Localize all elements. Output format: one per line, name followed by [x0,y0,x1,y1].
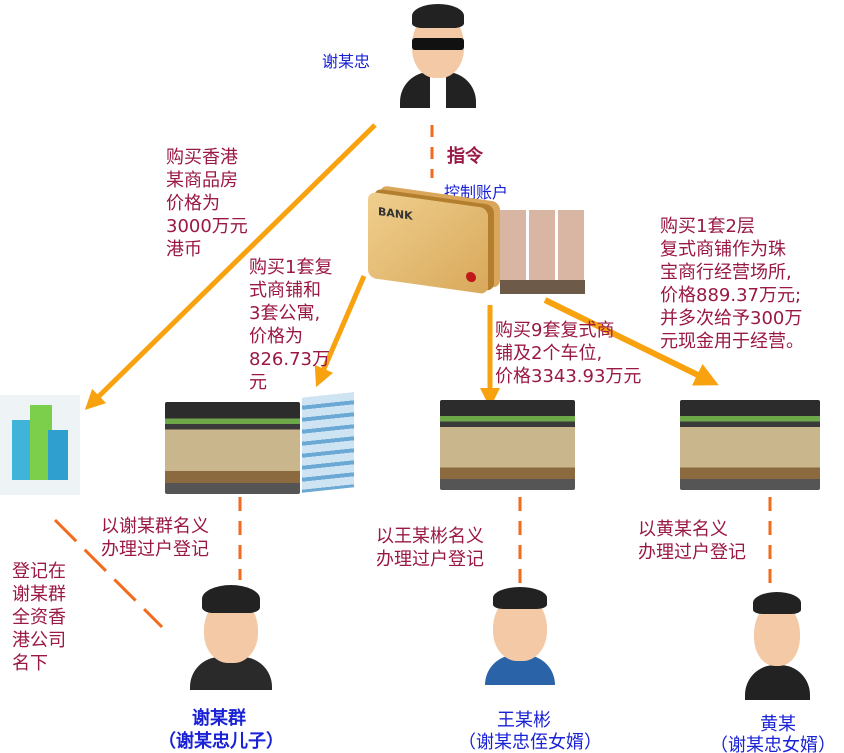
cash-stack-icon [500,210,585,294]
apartment-building-icon [302,392,354,493]
hk-company-building-icon [0,395,80,495]
purchase-xie-text: 购买1套复 式商铺和 3套公寓, 价格为 826.73万 元 [249,257,333,393]
registration-xie-text: 以谢某群名义 办理过户登记 [101,516,209,560]
person-relation-wang-moubin: （谢某忠侄女婿） [458,732,602,753]
registration-wang-text: 以王某彬名义 办理过户登记 [376,526,484,570]
person-name-huang-mou: 黄某 [760,714,796,735]
arrow-huang-store [543,297,719,386]
person-relation-xie-mouqun: （谢某忠儿子） [158,731,284,752]
purchase-hk-text: 购买香港 某商品房 价格为 3000万元 港币 [166,147,248,260]
top-person-avatar [400,0,476,108]
person-relation-huang-mou: （谢某忠女婿） [710,735,836,753]
bank-card-icon: BANK [368,191,488,295]
avatar-wang-moubin [485,585,555,685]
avatar-huang-mou [745,590,810,700]
store-icon [165,402,300,494]
arrow-xie-store [314,275,367,388]
sunglasses-icon [412,38,464,50]
avatar-xie-mouqun [190,585,272,690]
store-icon [440,400,575,490]
person-name-wang-moubin: 王某彬 [497,710,551,731]
purchase-huang-text: 购买1套2层 复式商铺作为珠 宝商行经营场所, 价格889.37万元; 并多次给… [660,216,804,352]
registration-hk-text: 登记在 谢某群 全资香 港公司 名下 [12,561,66,674]
person-name-xie-mouqun: 谢某群 [192,708,246,729]
purchase-wang-text: 购买9套复式商 铺及2个车位, 价格3343.93万元 [495,320,642,387]
store-icon [680,400,820,490]
arrow-hk-property [84,123,377,411]
top-person-name: 谢某忠 [322,52,371,71]
registration-huang-text: 以黄某名义 办理过户登记 [638,519,746,563]
account-label: 控制账户 [444,183,509,202]
instruction-label: 指令 [447,146,483,167]
